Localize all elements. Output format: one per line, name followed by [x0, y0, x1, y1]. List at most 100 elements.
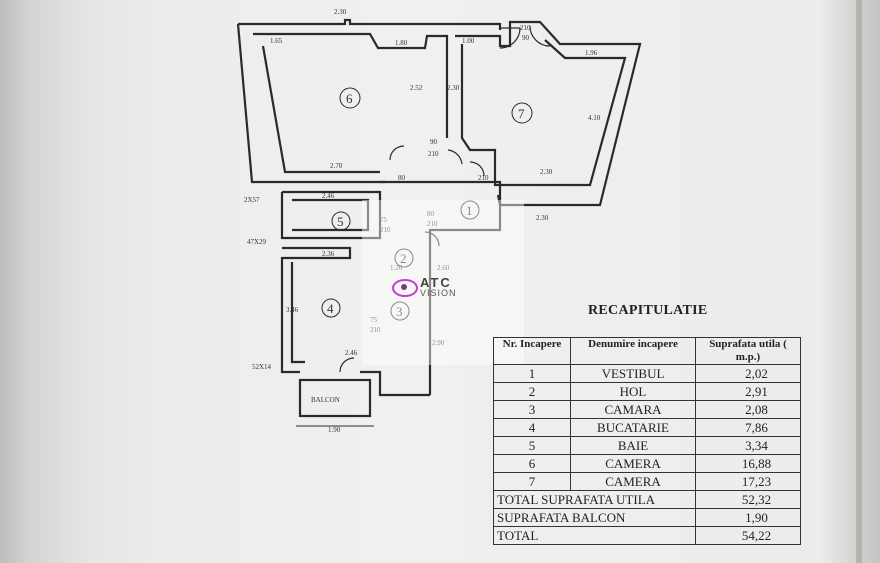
table-row: 1 VESTIBUL 2,02	[493, 364, 801, 383]
room-marker	[511, 102, 533, 124]
row-area: 7,86	[695, 418, 801, 437]
plan-wall	[253, 32, 449, 138]
room-7-number: 7	[518, 106, 525, 121]
row-name: VESTIBUL	[570, 364, 696, 383]
row-nr: 5	[493, 436, 571, 455]
room-marker	[394, 248, 414, 268]
row-area: 16,88	[695, 454, 801, 473]
total-label: TOTAL SUPRAFATA UTILA	[493, 490, 696, 509]
dimension-label: 2.90	[432, 339, 445, 347]
row-name: BUCATARIE	[570, 418, 696, 437]
room-1-number: 1	[466, 203, 473, 218]
recap-title: RECAPITULATIE	[588, 303, 708, 318]
total-value: 1,90	[695, 508, 801, 527]
door-swing	[339, 357, 355, 373]
dimension-label: 210	[428, 150, 439, 158]
plan-wall	[460, 39, 627, 187]
room-marker	[331, 211, 351, 231]
dimension-label: 75	[370, 316, 378, 324]
row-area: 2,91	[695, 382, 801, 401]
balcony-outline	[298, 378, 372, 418]
table-header-row: Nr. Incapere Denumire incapere Suprafata…	[493, 337, 801, 365]
dimension-label: 210	[478, 174, 489, 182]
plan-wall	[360, 370, 430, 397]
dimension-label: 52X14	[252, 363, 272, 371]
dimension-label: 3.46	[286, 306, 299, 314]
door-swing	[389, 145, 405, 161]
room-4-number: 4	[327, 301, 334, 316]
table-row: 3 CAMARA 2,08	[493, 400, 801, 419]
atc-vision-logo: ATC VISION	[392, 276, 457, 298]
plan-wall	[292, 198, 370, 232]
dimension-label: 2.30	[334, 8, 347, 16]
total-row: TOTAL SUPRAFATA UTILA 52,32	[493, 490, 801, 509]
dimension-label: 210	[370, 326, 381, 334]
row-area: 3,34	[695, 436, 801, 455]
row-name: CAMERA	[570, 454, 696, 473]
dimension-label: 1.20	[390, 264, 403, 272]
row-nr: 1	[493, 364, 571, 383]
dimension-label: 1.96	[585, 49, 598, 57]
plan-wall	[290, 262, 305, 364]
row-nr: 4	[493, 418, 571, 437]
row-nr: 2	[493, 382, 571, 401]
row-nr: 6	[493, 454, 571, 473]
dimension-label: 1.00	[462, 37, 475, 45]
balcony-label: BALCON	[311, 396, 340, 404]
dimension-label: 210	[520, 24, 531, 32]
dimension-label: 47X29	[247, 238, 267, 246]
dimension-label: 90	[522, 34, 530, 42]
dimension-label: 80	[398, 174, 406, 182]
dimension-label: 2.30	[536, 214, 549, 222]
plan-wall	[280, 246, 352, 374]
room-5-number: 5	[337, 214, 344, 229]
plan-wall	[236, 23, 385, 184]
plan-wall	[380, 180, 502, 395]
total-row: TOTAL 54,22	[493, 526, 801, 545]
row-name: HOL	[570, 382, 696, 401]
row-area: 17,23	[695, 472, 801, 491]
dimension-label: 1.80	[395, 39, 408, 47]
dimension-label: 2.70	[330, 162, 343, 170]
dimension-label: 90	[430, 138, 438, 146]
dimension-label: 210	[380, 226, 391, 234]
room-2-number: 2	[400, 251, 407, 266]
row-name: BAIE	[570, 436, 696, 455]
dimension-label: 2.46	[322, 192, 335, 200]
total-value: 52,32	[695, 490, 801, 509]
table-row: 6 CAMERA 16,88	[493, 454, 801, 473]
dimension-label: 2.30	[540, 168, 553, 176]
plan-wall	[455, 20, 642, 207]
header-area: Suprafata utila ( m.p.)	[695, 337, 801, 365]
row-nr: 3	[493, 400, 571, 419]
room-marker	[460, 200, 480, 220]
room-marker	[390, 301, 410, 321]
plan-wall	[261, 45, 380, 174]
room-3-number: 3	[396, 304, 403, 319]
dimension-label: 75	[380, 216, 388, 224]
page-edge	[856, 0, 862, 563]
header-nr: Nr. Incapere	[493, 337, 571, 365]
dimension-label: 2.46	[345, 349, 358, 357]
door-swing	[499, 27, 521, 49]
room-6-number: 6	[346, 91, 353, 106]
eye-icon	[392, 279, 418, 297]
recap-table: Nr. Incapere Denumire incapere Suprafata…	[493, 337, 801, 545]
logo-line-2: VISION	[420, 288, 457, 298]
row-nr: 7	[493, 472, 571, 491]
door-swing	[424, 231, 440, 247]
dimension-label: 1.90	[328, 426, 341, 434]
door-swing	[447, 149, 463, 165]
total-value: 54,22	[695, 526, 801, 545]
plan-wall	[280, 190, 382, 240]
door-swing	[469, 161, 485, 177]
row-area: 2,02	[695, 364, 801, 383]
total-label: SUPRAFATA BALCON	[493, 508, 696, 527]
dimension-label: 2.30	[447, 84, 460, 92]
dimension-label: 2.36	[322, 250, 335, 258]
dimension-label: 1.65	[270, 37, 283, 45]
room-marker	[339, 87, 361, 109]
total-row: SUPRAFATA BALCON 1,90	[493, 508, 801, 527]
table-row: 2 HOL 2,91	[493, 382, 801, 401]
